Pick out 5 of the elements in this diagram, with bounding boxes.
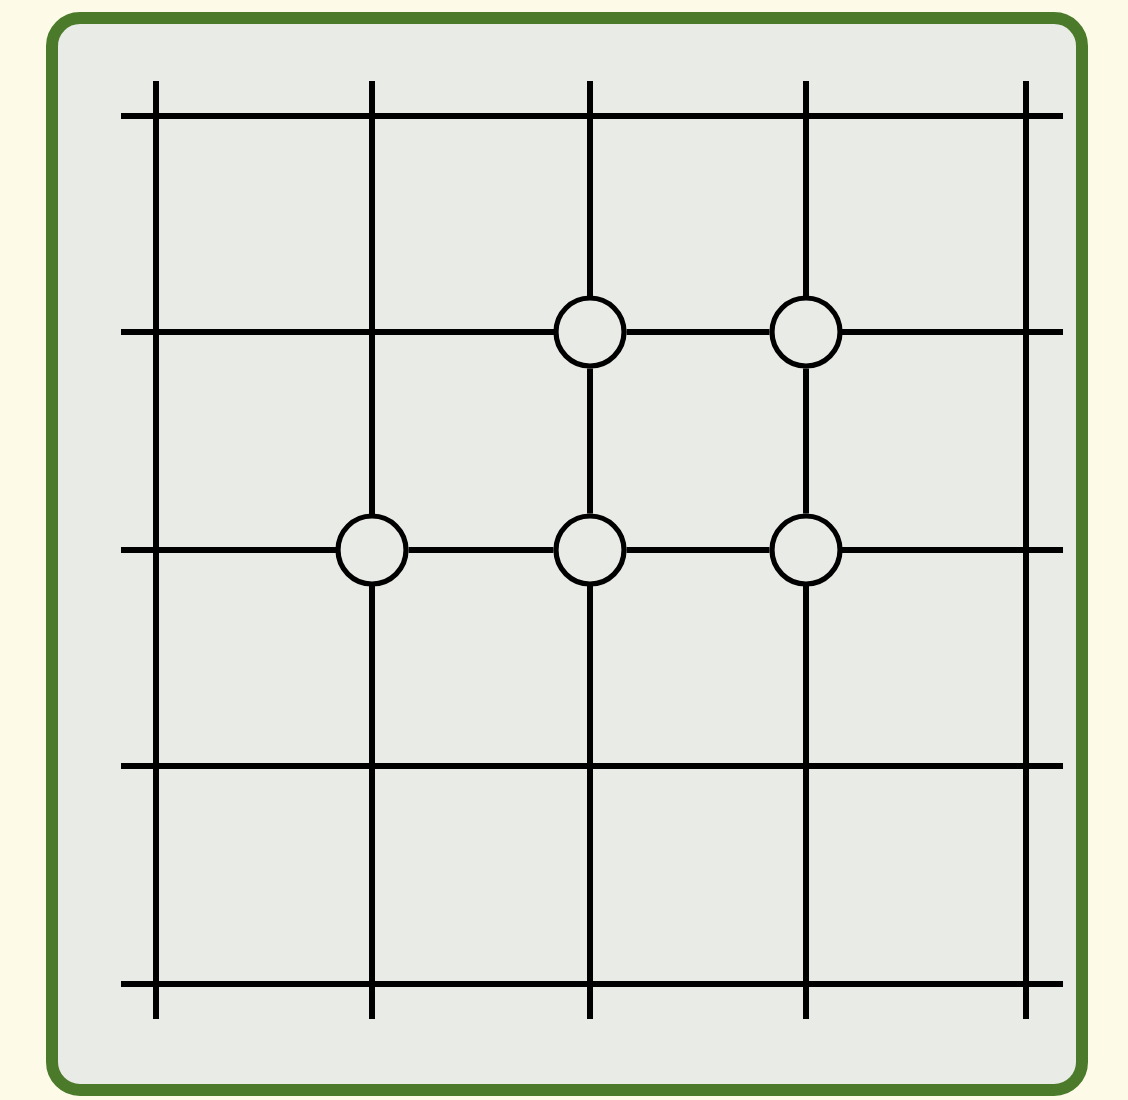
grid-line xyxy=(803,368,809,514)
grid-line xyxy=(626,547,770,553)
grid-line xyxy=(587,368,593,514)
grid-line xyxy=(408,547,554,553)
grid-line xyxy=(626,329,770,335)
